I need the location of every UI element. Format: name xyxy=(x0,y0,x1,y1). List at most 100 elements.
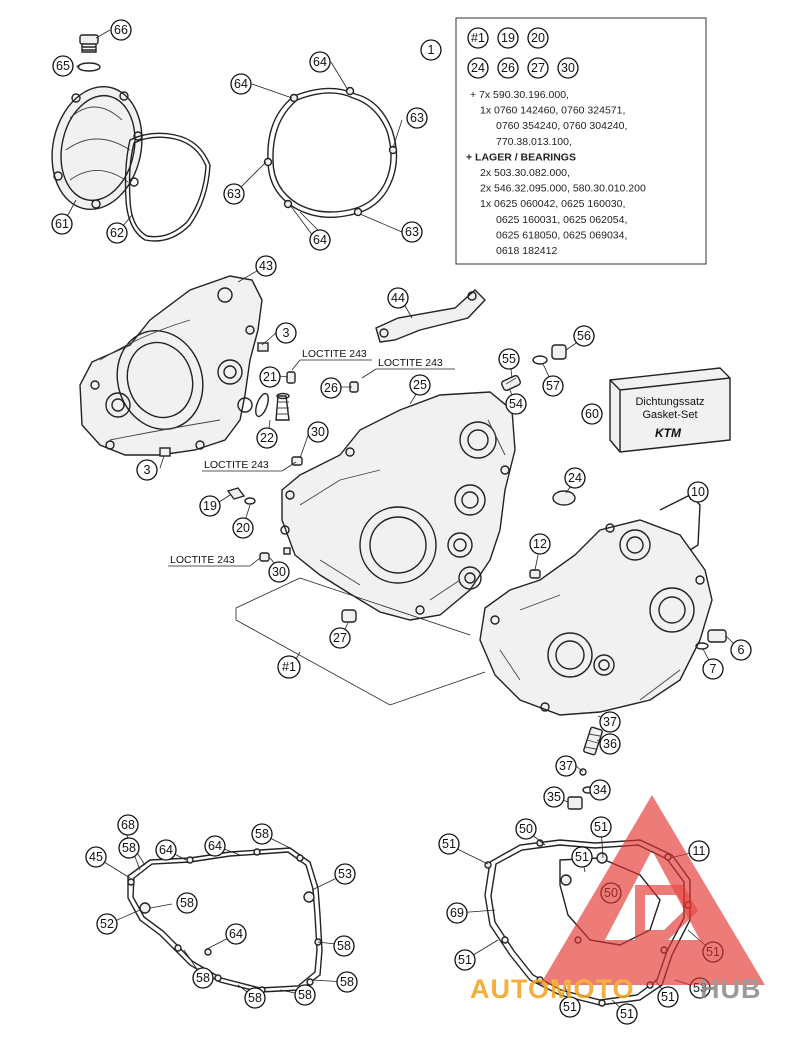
svg-text:3: 3 xyxy=(144,463,151,477)
callout-51c: 51 xyxy=(571,846,593,868)
svg-text:58: 58 xyxy=(122,841,136,855)
callout-63a: 63 xyxy=(406,107,428,129)
info-line: 0625 618050, 0625 069034, xyxy=(496,229,627,241)
callout-51g: 51 xyxy=(657,986,679,1008)
watermark-word-orange: AUTOMOTO xyxy=(470,974,635,1004)
svg-text:51: 51 xyxy=(594,820,608,834)
info-ref-#1: #1 xyxy=(467,27,489,49)
loctite-label-4: LOCTITE 243 xyxy=(170,554,235,566)
callout-65: 65 xyxy=(52,55,74,77)
callout-58d: 58 xyxy=(333,935,355,957)
svg-text:30: 30 xyxy=(311,425,325,439)
inner-clutch-cover xyxy=(79,275,263,456)
callout-62: 62 xyxy=(106,222,128,244)
svg-text:30: 30 xyxy=(272,565,286,579)
svg-text:60: 60 xyxy=(585,407,599,421)
callout-37b: 37 xyxy=(555,755,577,777)
callout-hash1: #1 xyxy=(277,655,301,679)
svg-text:56: 56 xyxy=(577,329,591,343)
watermark-inner-mark xyxy=(635,885,699,940)
svg-text:69: 69 xyxy=(450,906,464,920)
callout-54: 54 xyxy=(505,393,527,415)
clutch-cover-gasket xyxy=(263,86,398,218)
svg-text:24: 24 xyxy=(568,471,582,485)
automotohub-watermark: AUTOMOTO HUB xyxy=(470,795,765,1004)
callout-58c: 58 xyxy=(176,892,198,914)
callout-52: 52 xyxy=(96,913,118,935)
svg-text:63: 63 xyxy=(405,225,419,239)
svg-text:21: 21 xyxy=(263,370,277,384)
svg-text:6: 6 xyxy=(738,643,745,657)
svg-text:51: 51 xyxy=(575,850,589,864)
inner-cover-small-parts xyxy=(159,342,296,457)
callout-58e: 58 xyxy=(192,967,214,989)
svg-text:61: 61 xyxy=(55,217,69,231)
loctite-labels: LOCTITE 243 LOCTITE 243 LOCTITE 243 LOCT… xyxy=(168,348,455,567)
callout-36: 36 xyxy=(599,733,621,755)
callout-45: 45 xyxy=(85,846,107,868)
callout-22: 22 xyxy=(256,427,278,449)
gasket-set-line2: Gasket-Set xyxy=(642,409,697,421)
callout-25: 25 xyxy=(409,374,431,396)
callout-21: 21 xyxy=(259,366,281,388)
svg-text:58: 58 xyxy=(196,971,210,985)
svg-text:58: 58 xyxy=(340,975,354,989)
svg-text:35: 35 xyxy=(547,790,561,804)
info-line: 1x 0760 142460, 0760 324571, xyxy=(480,105,625,117)
svg-text:10: 10 xyxy=(691,485,705,499)
callout-69: 69 xyxy=(446,902,468,924)
svg-text:51: 51 xyxy=(661,990,675,1004)
svg-text:64: 64 xyxy=(229,927,243,941)
crankcase-half-right xyxy=(479,519,713,716)
callout-30a: 30 xyxy=(307,421,329,443)
watermark-word-gray: HUB xyxy=(700,974,762,1004)
svg-text:19: 19 xyxy=(501,31,515,45)
callout-6: 6 xyxy=(730,639,752,661)
callout-56: 56 xyxy=(573,325,595,347)
svg-text:26: 26 xyxy=(324,381,338,395)
svg-text:50: 50 xyxy=(519,822,533,836)
callout-57: 57 xyxy=(542,375,564,397)
callout-63c: 63 xyxy=(401,221,423,243)
info-ref-20: 20 xyxy=(527,27,549,49)
callout-12: 12 xyxy=(529,533,551,555)
loctite-label-2: LOCTITE 243 xyxy=(378,357,443,369)
svg-text:27: 27 xyxy=(333,631,347,645)
callout-53a: 53 xyxy=(334,863,356,885)
callouts: 66 65 61 62 64 64 63 63 64 63 1 43 3 21 … xyxy=(51,19,752,1025)
svg-text:66: 66 xyxy=(114,23,128,37)
info-line: 2x 503.30.082.000, xyxy=(480,167,570,179)
svg-text:58: 58 xyxy=(298,988,312,1002)
svg-text:#1: #1 xyxy=(282,660,296,674)
callout-64d: 64 xyxy=(155,839,177,861)
svg-text:53: 53 xyxy=(338,867,352,881)
callout-27: 27 xyxy=(329,627,351,649)
callout-58a: 58 xyxy=(118,837,140,859)
svg-text:20: 20 xyxy=(531,31,545,45)
callout-7: 7 xyxy=(702,658,724,680)
callout-64a: 64 xyxy=(230,73,252,95)
callout-34: 34 xyxy=(589,779,611,801)
callout-37a: 37 xyxy=(599,711,621,733)
svg-text:43: 43 xyxy=(259,259,273,273)
svg-text:62: 62 xyxy=(110,226,124,240)
svg-text:24: 24 xyxy=(471,61,485,75)
svg-text:3: 3 xyxy=(283,326,290,340)
callout-30b: 30 xyxy=(268,561,290,583)
info-line: 0618 182412 xyxy=(496,245,557,257)
svg-text:58: 58 xyxy=(248,991,262,1005)
svg-text:37: 37 xyxy=(559,759,573,773)
svg-text:51: 51 xyxy=(563,1000,577,1014)
callout-55: 55 xyxy=(498,348,520,370)
svg-text:64: 64 xyxy=(313,233,327,247)
callout-64b: 64 xyxy=(309,51,331,73)
info-line: + 7x 590.30.196.000, xyxy=(470,89,569,101)
callout-68: 68 xyxy=(117,814,139,836)
callout-26: 26 xyxy=(320,377,342,399)
callout-63b: 63 xyxy=(223,183,245,205)
svg-text:1: 1 xyxy=(428,43,435,57)
callout-66: 66 xyxy=(110,19,132,41)
svg-text:64: 64 xyxy=(313,55,327,69)
